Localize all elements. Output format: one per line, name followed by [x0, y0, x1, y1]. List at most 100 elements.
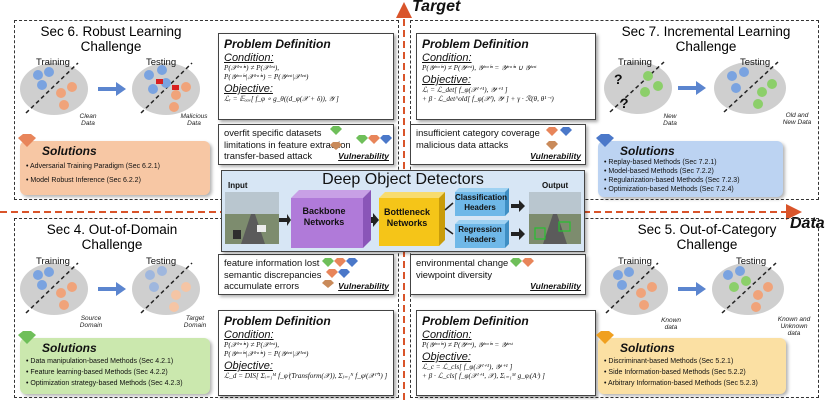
sec7-testing-label: Testing: [740, 57, 771, 68]
sec6-obj1: ℒᵣ = 𝔼ₐₐᵥ[ f_φ ∘ g_θ((d_φ(𝒳 + δ)), 𝒴 ]: [224, 95, 339, 103]
sec6-vul-label: Vulnerability: [338, 151, 389, 162]
sec6-objective-label: Objective:: [224, 83, 273, 95]
detector-graphics: [225, 188, 581, 248]
detector-title: Deep Object Detectors: [322, 171, 484, 188]
sec7-sol-title: Solutions: [620, 144, 675, 158]
sec5-known-caption: Known data: [661, 317, 681, 331]
sec4-frame: [14, 218, 399, 398]
input-image: [225, 192, 279, 244]
sec5-sol-title: Solutions: [620, 341, 675, 355]
sec4-problem-definition: Problem Definition Condition: P(𝒳ᵗʳᵃⁱⁿ) …: [218, 310, 394, 396]
sec5-cond1: P(𝒴ᵗʳᵃⁱⁿ) ≠ P(𝒴ᵗᵉˢᵗ), 𝒴ᵗʳᵃⁱⁿ = 𝒴ᵗᵉˢᵗ: [422, 341, 513, 349]
sec4-testing-label: Testing: [146, 256, 177, 267]
sec4-source-caption: Source Domain: [79, 315, 103, 329]
sec4-training-label: Training: [36, 256, 70, 267]
sec5-sol-0: • Discriminant-based Methods (Sec 5.2.1): [604, 358, 734, 365]
sec4-gem-icon: [18, 331, 36, 344]
sec4-vul-0: feature information lost: [224, 257, 320, 268]
backbone-cube: [291, 190, 371, 248]
sec5-vul-label: Vulnerability: [530, 281, 581, 292]
sec5-condition-label: Condition:: [422, 329, 472, 341]
sec7-pd-title: Problem Definition: [422, 37, 529, 51]
sec6-gem-icon: [18, 134, 36, 147]
sec6-cond2: P(𝒴ᵗʳᵃⁱⁿ|𝒳ᵗʳᵃⁱⁿ) = P(𝒴ᵗᵉˢᵗ|𝒳ᵗᵉˢᵗ): [224, 73, 309, 81]
sec7-objective-label: Objective:: [422, 74, 471, 86]
sec4-cond1: P(𝒳ᵗʳᵃⁱⁿ) ≠ P(𝒳ᵗᵉˢᵗ),: [224, 341, 280, 349]
sec5-illustration: [600, 262, 784, 315]
sec7-vul-0: insufficient category coverage: [416, 127, 540, 138]
sec7-vul-1: malicious data attacks: [416, 138, 509, 150]
sec5-sol-2: • Arbitrary Information-based Methods (S…: [604, 380, 758, 387]
sec6-vul-0: overfit specific datasets: [224, 127, 322, 138]
sec6-vul-2: transfer-based attack: [224, 150, 313, 162]
sec6-malicious-caption: Malicious Data: [180, 113, 208, 127]
sec4-sol-title: Solutions: [42, 341, 97, 355]
sec4-vul-label: Vulnerability: [338, 281, 389, 292]
sec6-condition-label: Condition:: [224, 52, 274, 64]
sec4-condition-label: Condition:: [224, 329, 274, 341]
sec6-pd-title: Problem Definition: [224, 37, 331, 51]
sec4-vul-1: semantic discrepancies: [224, 268, 322, 280]
sec7-oldnew-caption: Old and New Data: [782, 112, 812, 126]
sec7-sol-0: • Replay-based Methods (Sec 7.2.1): [604, 159, 717, 166]
sec4-pd-title: Problem Definition: [224, 314, 331, 328]
sec7-gem-icon: [596, 134, 614, 147]
sec7-vul-label: Vulnerability: [530, 151, 581, 162]
sec5-problem-definition: Problem Definition Condition: P(𝒴ᵗʳᵃⁱⁿ) …: [416, 310, 596, 396]
data-axis-label: Data: [790, 215, 825, 232]
sec7-training-label: Training: [618, 57, 652, 68]
sec6-illustration: [20, 62, 200, 115]
regression-label: Regression Headers: [458, 225, 502, 244]
sec5-gem-icon: [596, 331, 614, 344]
sec6-problem-definition: Problem Definition Condition: P(𝒳ᵗʳᵃⁱⁿ) …: [218, 33, 394, 120]
sec6-testing-label: Testing: [146, 57, 177, 68]
sec5-frame: [410, 218, 819, 398]
sec7-title: Sec 7. Incremental Learning Challenge: [621, 24, 791, 54]
sec6-title: Sec 6. Robust Learning Challenge: [40, 24, 182, 54]
sec4-vulnerability: feature information lost semantic discre…: [218, 254, 394, 295]
sec5-obj2: + β · ℒ_cls[ f_φ(𝒳ᵗ⁺¹, 𝒳), Σᵢ₌₁ᴹ g_φᵢ(Aⁱ…: [422, 372, 545, 380]
output-label: Output: [542, 181, 569, 190]
sec6-cond1: P(𝒳ᵗʳᵃⁱⁿ) ≠ P(𝒳ᵗᵉˢᵗ),: [224, 64, 280, 72]
output-image: [529, 192, 581, 244]
sec4-vul-gems-icon: [322, 258, 358, 288]
sec7-sol-2: • Regularization-based Methods (Sec 7.2.…: [604, 177, 740, 184]
sec4-sol-2: • Optimization strategy-based Methods (S…: [26, 380, 183, 387]
sec6-solutions: Solutions • Adversarial Training Paradig…: [20, 141, 210, 195]
sec5-obj1: ℒ_c = ℒ_cls[ f_φ(𝒳ᵗ⁺¹), 𝒴ᵗ⁺¹ ]: [422, 363, 513, 371]
sec5-pd-title: Problem Definition: [422, 314, 529, 328]
sec7-illustration: ? ?: [604, 61, 786, 114]
classification-cube: [455, 188, 509, 216]
sec5-title: Sec 5. Out-of-Category Challenge: [637, 222, 777, 252]
sec5-vul-0: environmental change: [416, 257, 509, 268]
sec6-vul-1: limitations in feature extraction: [224, 138, 351, 150]
sec6-sol-title: Solutions: [42, 144, 97, 158]
sec6-training-label: Training: [36, 57, 70, 68]
sec4-target-caption: Target Domain: [183, 315, 207, 329]
sec6-vulnerability: overfit specific datasets limitations in…: [218, 124, 394, 165]
regression-cube: [455, 220, 509, 248]
backbone-label: Backbone Networks: [302, 206, 346, 227]
sec7-vul-gems-icon: [546, 127, 572, 150]
sec7-new-caption: New Data: [663, 113, 677, 127]
sec7-condition-label: Condition:: [422, 52, 472, 64]
sec5-sol-1: • Side Information-based Methods (Sec 5.…: [604, 369, 746, 376]
classification-label: Classification Headers: [455, 193, 508, 212]
sec6-clean-caption: Clean Data: [79, 113, 97, 127]
sec6-sol-0: • Adversarial Training Paradigm (Sec 6.2…: [26, 163, 160, 170]
sec4-title: Sec 4. Out-of-Domain Challenge: [46, 222, 178, 252]
sec5-solutions: Solutions • Discriminant-based Methods (…: [598, 338, 786, 394]
sec5-training-label: Training: [618, 256, 652, 267]
sec4-sol-1: • Feature learning-based Methods (Sec 4.…: [26, 369, 168, 376]
sec4-vul-2: accumulate errors: [224, 280, 300, 292]
bottleneck-cube: [379, 192, 445, 246]
sec6-frame: [14, 20, 399, 200]
sec7-problem-definition: Problem Definition Condition: P(𝒴ᵗʳᵃⁱⁿ) …: [416, 33, 596, 120]
sec7-obj1: ℒᵢ = ℒ_det[ f_φ(𝒳ᵗ⁺¹), 𝒴ᵗ⁺¹ ]: [422, 86, 508, 94]
sec7-solutions: Solutions • Replay-based Methods (Sec 7.…: [598, 141, 783, 197]
sec5-objective-label: Objective:: [422, 351, 471, 363]
svg-text:?: ?: [620, 95, 629, 111]
sec6-vul-gems-icon: [330, 126, 392, 150]
target-axis-label: Target: [412, 0, 461, 15]
sec5-unknown-caption: Known and Unknown data: [777, 316, 811, 337]
